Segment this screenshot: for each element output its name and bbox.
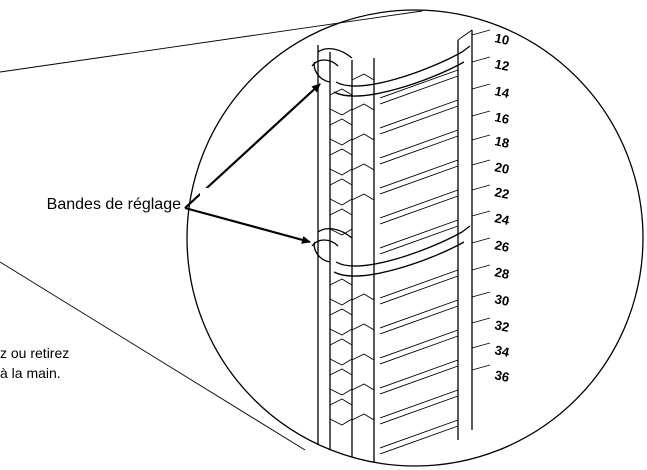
scale-label: 26	[493, 237, 510, 255]
scale-label: 36	[493, 367, 510, 385]
scale-label: 20	[493, 159, 510, 177]
scale-label: 32	[493, 317, 510, 335]
scale-label: 18	[493, 133, 510, 151]
scale-label: 22	[493, 184, 510, 202]
scale-label: 12	[493, 56, 510, 74]
notched-column	[317, 45, 375, 466]
magnifier-leader-bottom	[0, 261, 306, 451]
callout-arrow-top	[184, 83, 321, 209]
note-line-2: à la main.	[0, 365, 61, 381]
callout-arrow-bottom	[184, 206, 311, 244]
stacked-plates	[379, 69, 459, 455]
magnified-detail	[311, 29, 491, 466]
scale-ticks	[471, 29, 491, 371]
scale-strip	[457, 29, 473, 440]
scale-label: 34	[493, 342, 511, 360]
callout-label: Bandes de réglage	[47, 196, 181, 213]
magnifier-circle	[186, 9, 644, 467]
adjustment-band-top	[311, 45, 471, 97]
scale-labels: 10 12 14 16 18 20 22 24 26 28 30 32 34 3…	[493, 30, 511, 385]
scale-label: 24	[493, 210, 511, 228]
scale-label: 30	[493, 291, 510, 309]
callout-gap	[200, 188, 208, 208]
magnifier-leader-top	[0, 10, 423, 73]
adjustment-band-bottom	[311, 225, 471, 277]
scale-label: 10	[493, 30, 510, 48]
scale-label: 14	[493, 83, 511, 101]
note-line-1: z ou retirez	[0, 345, 69, 361]
scale-label: 16	[493, 109, 510, 127]
scale-label: 28	[493, 264, 510, 282]
